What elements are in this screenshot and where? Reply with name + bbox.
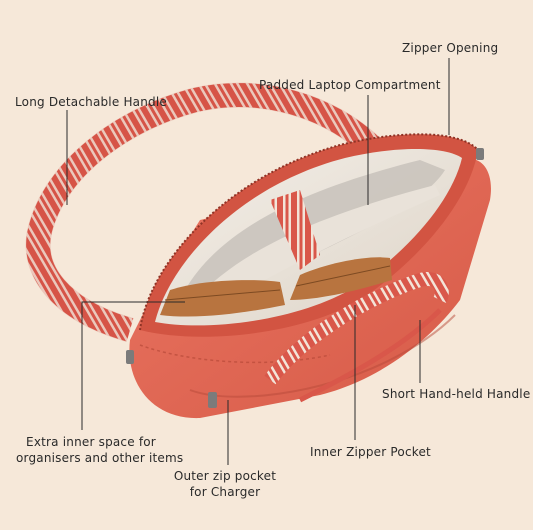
annotation-outer-zip: Outer zip pocket for Charger	[160, 468, 290, 500]
annotation-extra-space-line2: organisers and other items	[16, 451, 184, 465]
short-handles	[264, 272, 449, 403]
annotation-zipper-opening: Zipper Opening	[402, 41, 499, 55]
zip-pullers	[126, 148, 484, 408]
annotation-long-handle: Long Detachable Handle	[15, 95, 167, 109]
annotation-extra-space-line1: Extra inner space for	[26, 435, 156, 449]
long-strap	[25, 82, 384, 343]
annotation-outer-zip-line2: for Charger	[189, 485, 261, 499]
annotation-short-handle: Short Hand-held Handle	[382, 387, 531, 401]
annotation-inner-zipper: Inner Zipper Pocket	[310, 445, 431, 459]
annotation-extra-space: Extra inner space for organisers and oth…	[16, 434, 184, 466]
inner-strap	[270, 190, 320, 270]
annotation-outer-zip-line1: Outer zip pocket	[173, 469, 277, 483]
annotation-padded-laptop: Padded Laptop Compartment	[259, 78, 441, 92]
annotation-lines	[66, 58, 450, 465]
